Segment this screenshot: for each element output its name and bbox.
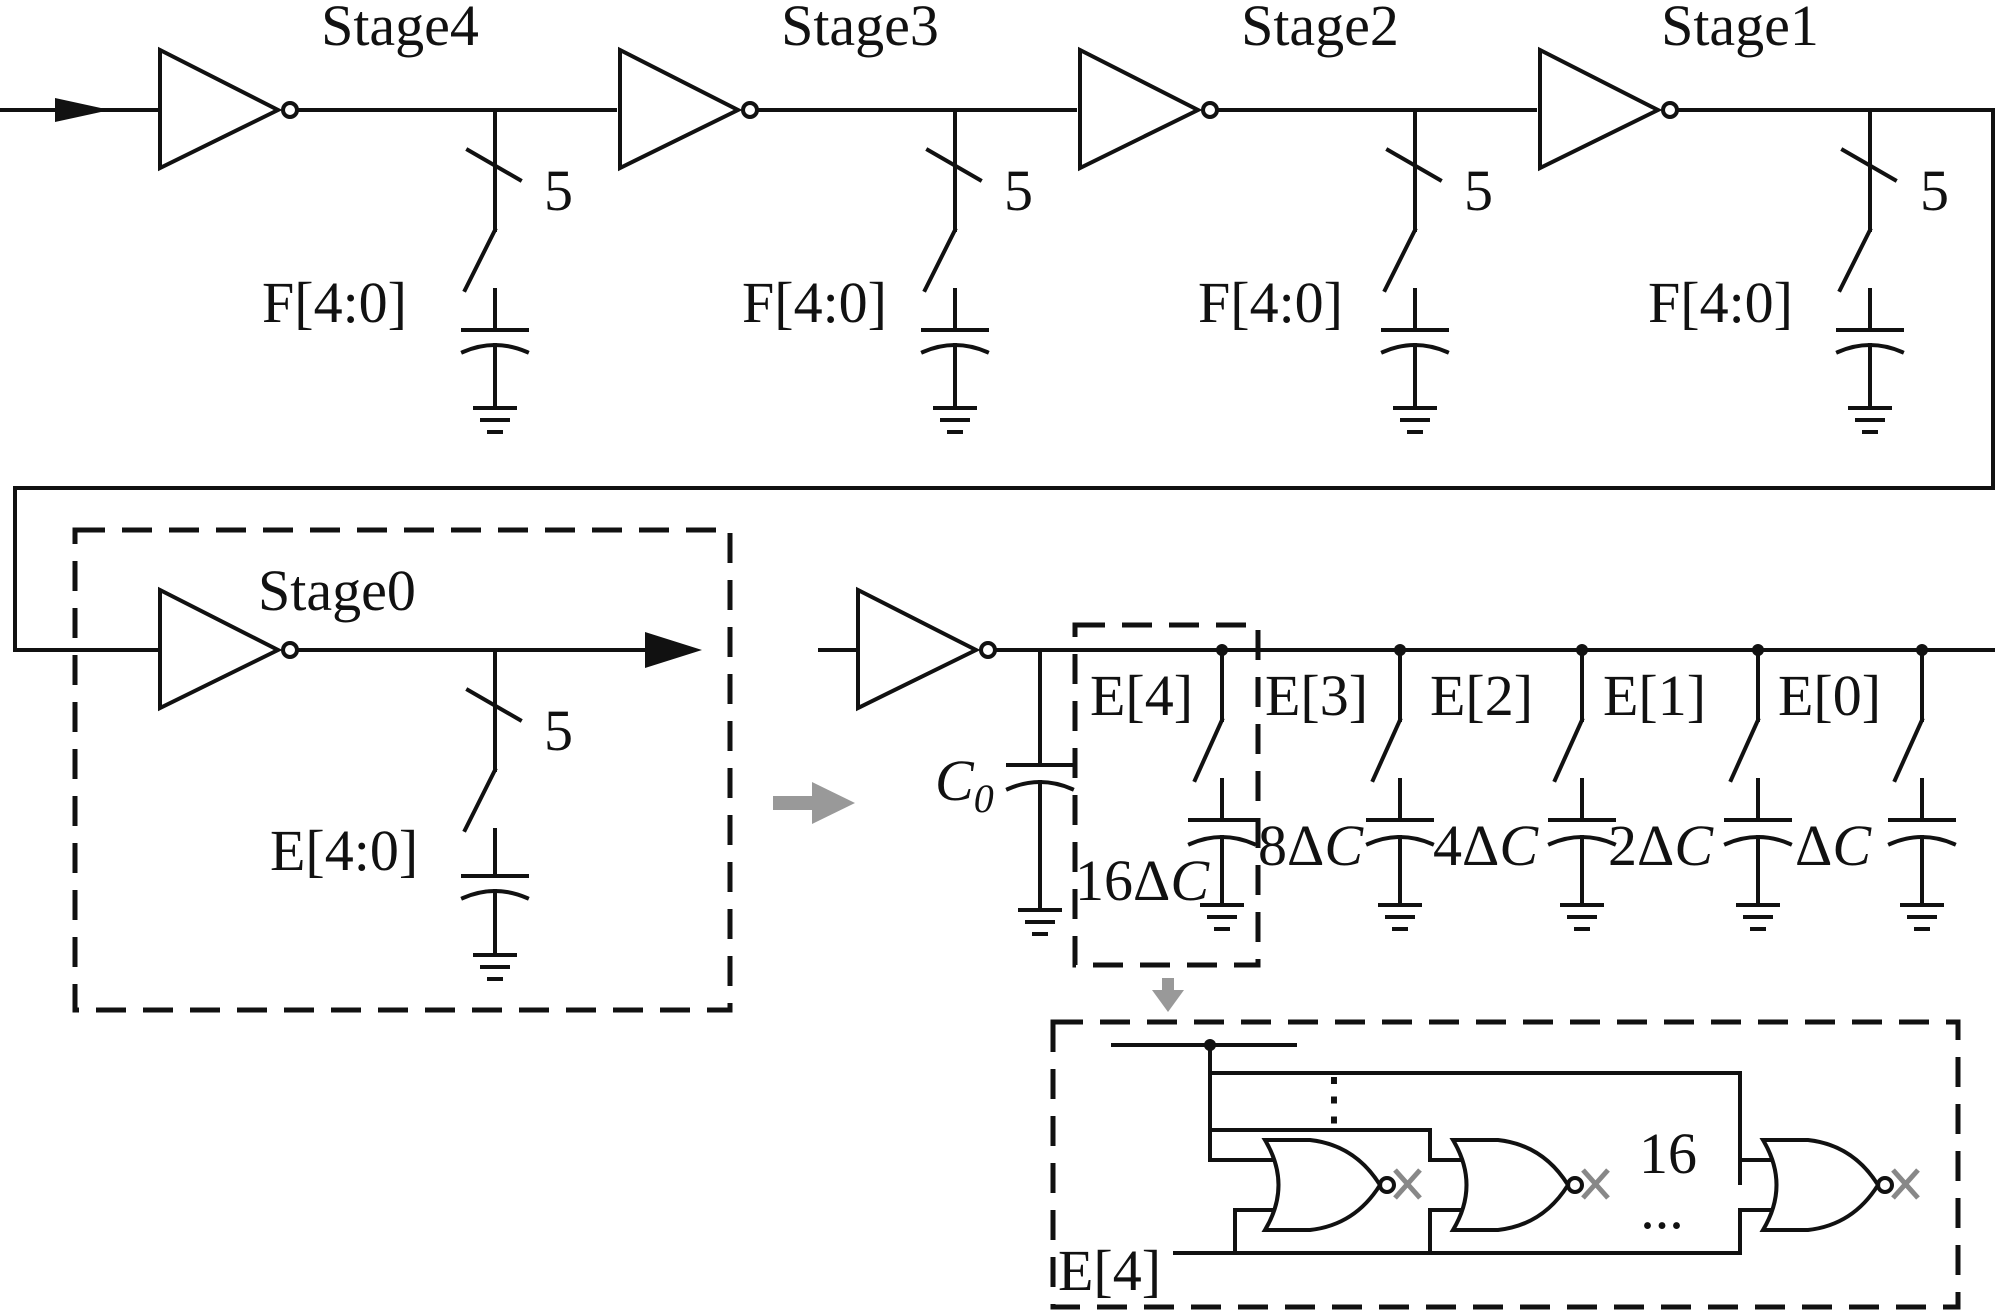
output-arrow-icon <box>645 632 702 668</box>
unconnected-x-icon <box>1891 1168 1920 1200</box>
bus-slash <box>1840 147 1898 183</box>
inverter-bubble <box>1201 101 1219 119</box>
control-label: F[4:0] <box>1648 270 1793 335</box>
branch-e3: E[3] 8ΔC <box>1258 644 1435 931</box>
switch-blade <box>1892 717 1925 783</box>
node-bus <box>1208 1043 1742 1185</box>
bus-width-label: 5 <box>1920 158 1949 223</box>
unconnected-x-icon <box>1393 1168 1422 1200</box>
switch-label: E[3] <box>1265 663 1368 728</box>
bus-slash <box>465 687 523 723</box>
switch-blade <box>462 227 498 293</box>
e4-highlight-box <box>1072 622 1261 968</box>
branch-e1: E[1] 2ΔC <box>1603 644 1793 931</box>
switch-blade <box>1837 227 1873 293</box>
switch-blade <box>1728 717 1761 783</box>
inverter-bubble <box>741 101 759 119</box>
vdots-label: ⋮ <box>1305 1066 1363 1131</box>
expand-down-arrow-icon <box>1152 978 1184 1012</box>
bus-width-label: 5 <box>1004 158 1033 223</box>
stage4: Stage4 5 F[4:0] <box>158 0 617 434</box>
inverter-icon <box>1538 46 1663 172</box>
c0-label: C0 <box>935 748 994 821</box>
stage1: Stage1 5 F[4:0] <box>1538 0 1995 434</box>
nor-bubble <box>1566 1176 1584 1194</box>
detail-input-label: E[4] <box>1058 1238 1161 1303</box>
switch-blade <box>1382 227 1418 293</box>
cap-label: 8ΔC <box>1258 813 1364 878</box>
control-label: F[4:0] <box>1198 270 1343 335</box>
switch-label: E[1] <box>1603 663 1706 728</box>
switch-blade <box>462 767 498 833</box>
switch-label: E[2] <box>1430 663 1533 728</box>
branch-e4: E[4] 16ΔC <box>1075 644 1257 931</box>
stage-label: Stage4 <box>321 0 479 58</box>
bus-width-label: 5 <box>544 158 573 223</box>
nor-gate-2 <box>1449 1138 1610 1232</box>
nor-bubble <box>1378 1176 1396 1194</box>
gate-ellipsis: ... <box>1640 1176 1684 1241</box>
stage2: Stage2 5 F[4:0] <box>1078 0 1537 434</box>
cap-label: 2ΔC <box>1608 813 1714 878</box>
inverter-icon <box>1078 46 1203 172</box>
switch-label: E[4] <box>1090 663 1193 728</box>
stage0: Stage0 5 E[4:0] <box>72 527 733 1013</box>
stage0-highlight-box <box>72 527 733 1013</box>
inverter-icon <box>618 46 743 172</box>
control-label: E[4:0] <box>270 818 418 883</box>
nor-gate-icon <box>1759 1138 1881 1232</box>
top-row: Stage4 5 F[4:0] Stage3 5 F[4:0] <box>0 0 1995 652</box>
inverter-bubble <box>979 641 997 659</box>
cap-label: 4ΔC <box>1433 813 1539 878</box>
inverter-bubble <box>281 101 299 119</box>
bus-slash <box>465 147 523 183</box>
control-label: F[4:0] <box>262 270 407 335</box>
switch-blade <box>1552 717 1585 783</box>
switch-blade <box>1192 717 1225 783</box>
branch-e0: E[0] ΔC <box>1778 644 1957 931</box>
bus-slash <box>925 147 983 183</box>
inverter-icon <box>158 586 283 712</box>
nor-gate-16 <box>1759 1138 1920 1232</box>
bus-width-label: 5 <box>544 698 573 763</box>
detail-highlight-box <box>1050 1019 1961 1310</box>
bus-width-label: 5 <box>1464 158 1493 223</box>
stage-label: Stage2 <box>1241 0 1399 58</box>
feedback-wire <box>13 108 1995 652</box>
switch-label: E[0] <box>1778 663 1881 728</box>
cap-label: ΔC <box>1795 813 1872 878</box>
nor-gate-icon <box>1261 1138 1383 1232</box>
control-label: F[4:0] <box>742 270 887 335</box>
branch-e2: E[2] 4ΔC <box>1430 644 1617 931</box>
stage-label: Stage0 <box>258 558 416 623</box>
inverter-bubble <box>281 641 299 659</box>
capacitor-bank: C0 E[4] 16ΔC E[3] <box>818 586 1995 968</box>
expand-arrow-icon <box>773 782 855 824</box>
e4-bus <box>1173 1208 1772 1255</box>
switch-blade <box>922 227 958 293</box>
nor-gate-1 <box>1261 1138 1422 1232</box>
stage-label: Stage1 <box>1661 0 1819 58</box>
inverter-icon <box>158 46 283 172</box>
stage3: Stage3 5 F[4:0] <box>618 0 1077 434</box>
unconnected-x-icon <box>1581 1168 1610 1200</box>
nor-detail: ⋮ E[4] 16 ... <box>1050 1019 1961 1310</box>
inverter-icon <box>856 586 981 712</box>
c0-capacitor: C0 <box>935 648 1075 936</box>
bus-slash <box>1385 147 1443 183</box>
switch-blade <box>1370 717 1403 783</box>
cap-label: 16ΔC <box>1075 848 1210 913</box>
input-arrow-icon <box>55 98 110 122</box>
nor-gate-icon <box>1449 1138 1571 1232</box>
gate-count-label: 16 <box>1639 1121 1697 1186</box>
nor-bubble <box>1876 1176 1894 1194</box>
inverter-bubble <box>1661 101 1679 119</box>
stage-label: Stage3 <box>781 0 939 58</box>
